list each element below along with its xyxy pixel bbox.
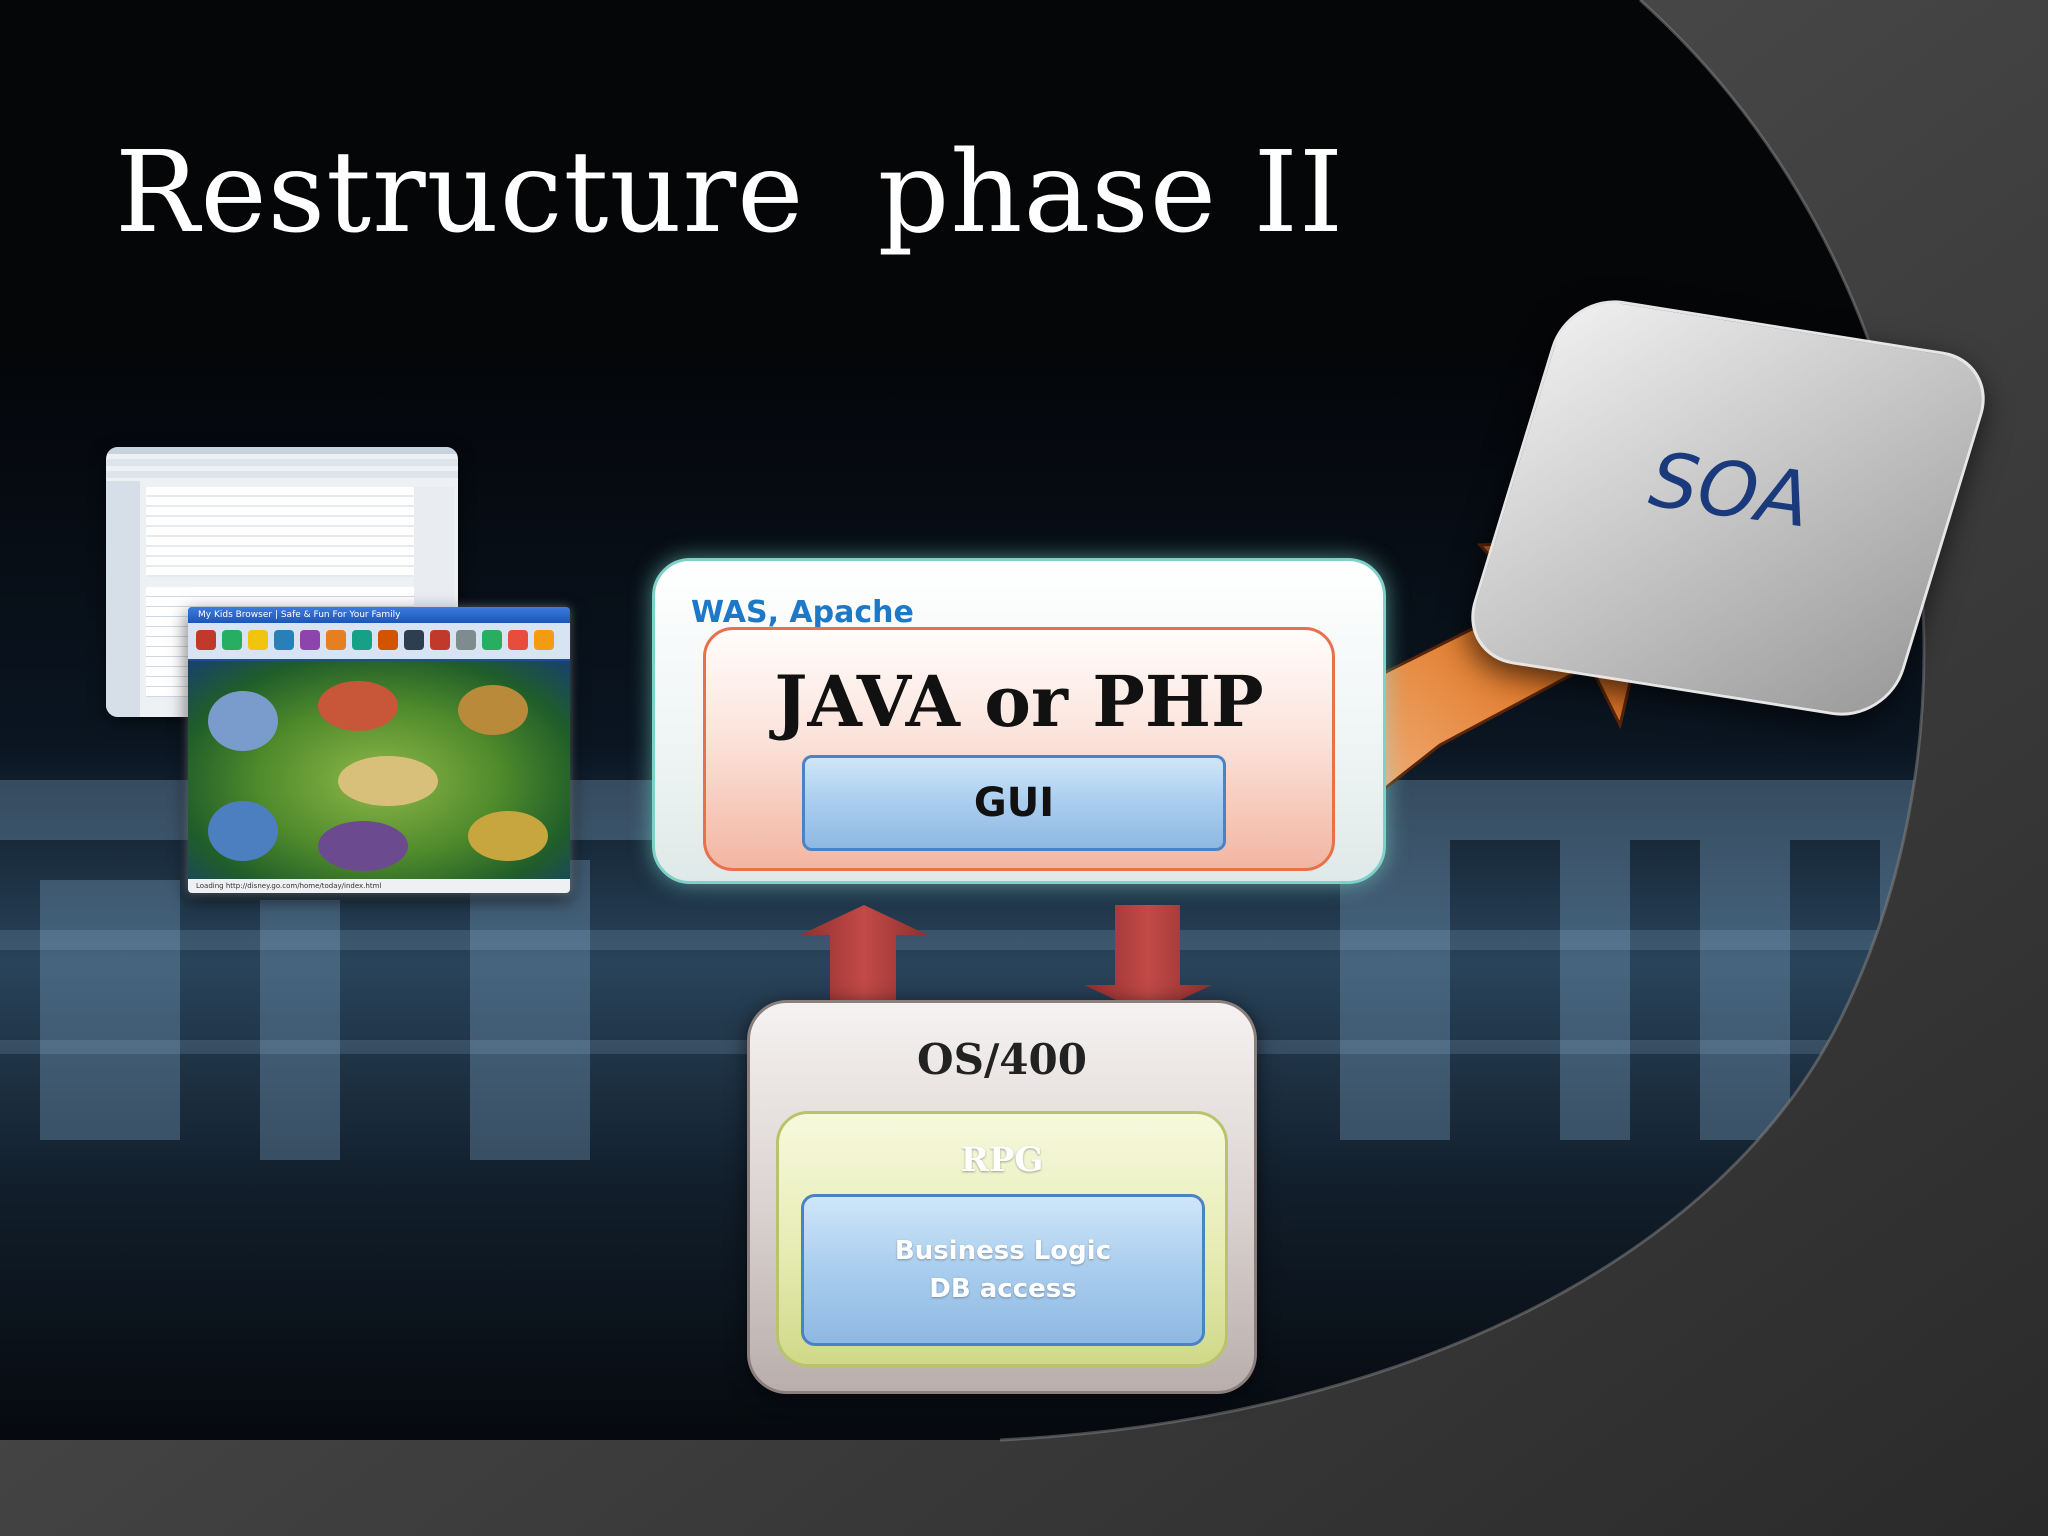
language-box: JAVA or PHP GUI [703,627,1335,871]
browser-titlebar: My Kids Browser | Safe & Fun For Your Fa… [188,607,570,623]
browser-status-bar: Loading http://disney.go.com/home/today/… [188,879,570,893]
web-server-box: WAS, Apache JAVA or PHP GUI [652,558,1386,884]
os400-label: OS/400 [917,1035,1087,1084]
gui-box: GUI [802,755,1226,851]
rpg-box: RPG Business Logic DB access [776,1111,1228,1367]
game-world-image [188,661,570,879]
language-label: JAVA or PHP [774,660,1264,743]
arrow-up [800,905,928,1015]
arrow-down [1084,905,1212,1015]
os400-box: OS/400 RPG Business Logic DB access [747,1000,1257,1394]
kids-browser-screenshot: My Kids Browser | Safe & Fun For Your Fa… [188,607,570,893]
db-access-label: DB access [929,1274,1077,1304]
business-logic-label: Business Logic [894,1236,1112,1266]
rpg-label: RPG [960,1140,1044,1180]
web-server-label: WAS, Apache [691,595,914,630]
business-logic-box: Business Logic DB access [801,1194,1205,1346]
slide-title: Restructure phase II [115,128,1345,258]
